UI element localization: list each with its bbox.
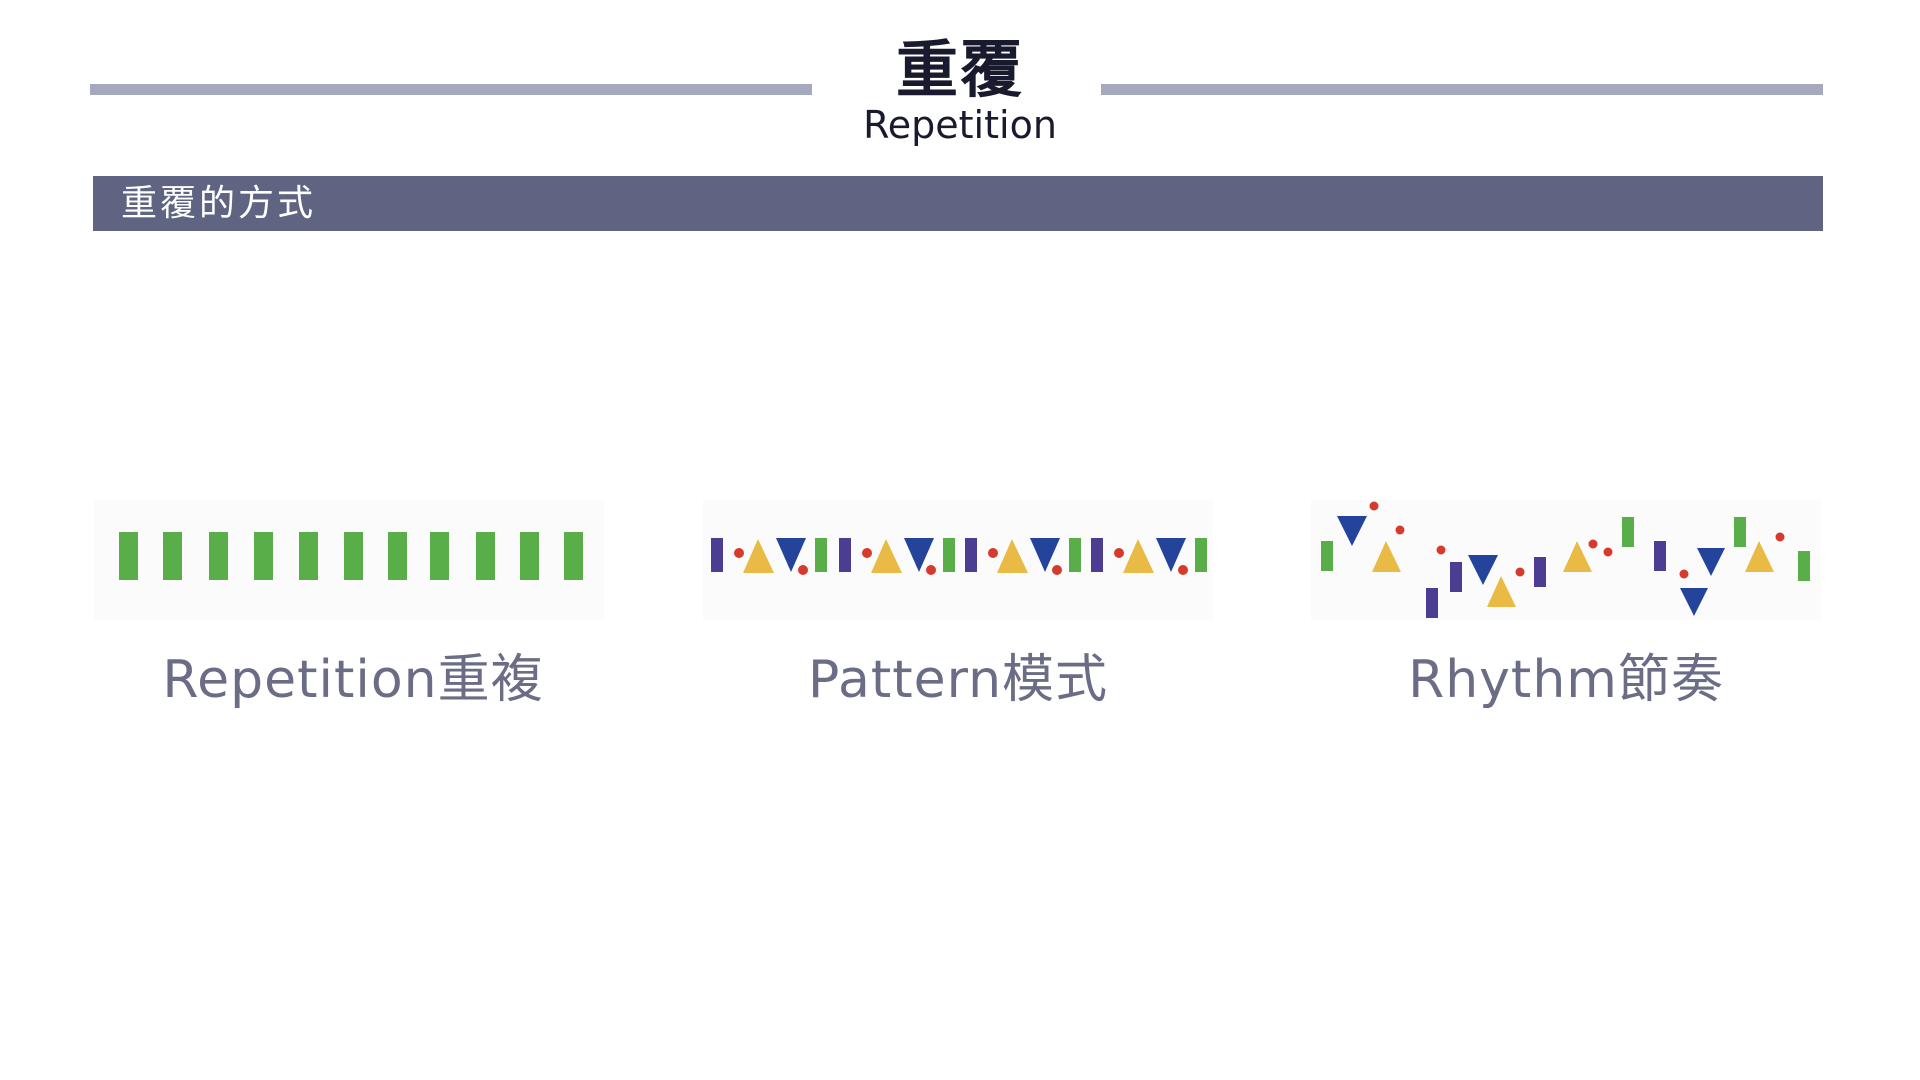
- repetition-illustration: [94, 500, 604, 620]
- green-bar: [1069, 538, 1081, 572]
- red-dot: [798, 565, 808, 575]
- yellow-triangle: [1372, 541, 1401, 572]
- green-bar: [476, 532, 495, 580]
- red-dot: [1588, 539, 1598, 549]
- blue-triangle: [1468, 555, 1498, 585]
- green-bar: [163, 532, 182, 580]
- purple-bar: [1654, 541, 1666, 571]
- pattern-illustration: [703, 500, 1213, 620]
- green-bar: [1622, 517, 1634, 547]
- purple-bar: [711, 538, 723, 572]
- green-bar: [1798, 551, 1810, 581]
- blue-triangle: [1680, 588, 1708, 616]
- repetition-graphic: [119, 532, 583, 580]
- pattern-unit-2: [839, 538, 955, 575]
- red-dot: [1114, 548, 1124, 558]
- yellow-triangle: [1487, 576, 1516, 607]
- blue-triangle: [1030, 538, 1060, 572]
- pattern-unit-1: [711, 538, 827, 575]
- red-dot: [1436, 545, 1446, 555]
- rhythm-caption: Rhythm節奏: [1408, 650, 1724, 710]
- yellow-triangle: [1123, 539, 1154, 573]
- green-bar: [388, 532, 407, 580]
- red-dot: [1369, 501, 1379, 511]
- green-bar: [254, 532, 273, 580]
- green-bar: [943, 538, 955, 572]
- section-banner: 重覆的方式: [93, 176, 1823, 231]
- header-rule-left: [90, 84, 812, 95]
- rhythm-illustration: [1311, 500, 1821, 620]
- blue-triangle: [1697, 548, 1725, 576]
- yellow-triangle: [1563, 541, 1592, 572]
- purple-bar: [1091, 538, 1103, 572]
- page-subtitle: Repetition: [863, 103, 1057, 147]
- repetition-caption: Repetition重複: [162, 650, 544, 710]
- green-bar: [119, 532, 138, 580]
- green-bar: [430, 532, 449, 580]
- green-bar: [1321, 541, 1333, 571]
- pattern-unit-3: [965, 538, 1081, 575]
- blue-triangle: [1337, 516, 1367, 546]
- red-dot: [1775, 532, 1785, 542]
- red-dot: [1603, 547, 1613, 557]
- page-title: 重覆: [895, 33, 1024, 106]
- yellow-triangle: [997, 539, 1028, 573]
- purple-bar: [1426, 588, 1438, 618]
- purple-bar: [965, 538, 977, 572]
- green-bar: [299, 532, 318, 580]
- red-dot: [1178, 565, 1188, 575]
- purple-bar: [839, 538, 851, 572]
- green-bar: [815, 538, 827, 572]
- red-dot: [1679, 569, 1689, 579]
- green-bar: [520, 532, 539, 580]
- pattern-graphic: [711, 538, 1207, 575]
- red-dot: [926, 565, 936, 575]
- green-bars: [119, 532, 583, 580]
- yellow-triangle: [871, 539, 902, 573]
- blue-triangle: [776, 538, 806, 572]
- yellow-triangle: [1745, 541, 1774, 572]
- purple-bar: [1450, 562, 1462, 592]
- red-dot: [862, 548, 872, 558]
- pattern-caption: Pattern模式: [807, 650, 1109, 710]
- purple-bar: [1534, 557, 1546, 587]
- yellow-triangle: [743, 539, 774, 573]
- red-dot: [988, 548, 998, 558]
- green-bar: [344, 532, 363, 580]
- header-rule-right: [1101, 84, 1823, 95]
- pattern-unit-4: [1091, 538, 1207, 575]
- rhythm-graphic: [1321, 501, 1810, 618]
- red-dot: [1395, 525, 1405, 535]
- blue-triangle: [1156, 538, 1186, 572]
- red-dot: [1052, 565, 1062, 575]
- red-dot: [1515, 567, 1525, 577]
- red-dot: [734, 548, 744, 558]
- green-bar: [1734, 517, 1746, 547]
- green-bar: [209, 532, 228, 580]
- section-banner-label: 重覆的方式: [121, 183, 317, 224]
- green-bar: [564, 532, 583, 580]
- green-bar: [1195, 538, 1207, 572]
- blue-triangle: [904, 538, 934, 572]
